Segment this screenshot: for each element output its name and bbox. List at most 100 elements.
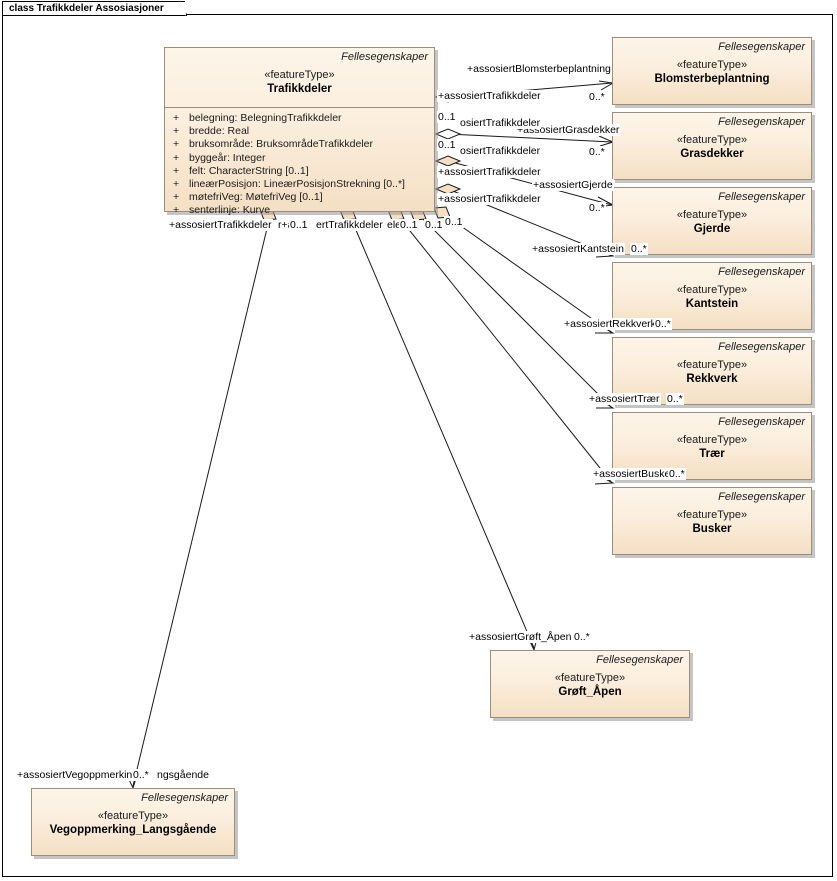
connector-groft-apen xyxy=(349,215,535,649)
class-title: Grasdekker xyxy=(680,148,744,160)
attribute-text: senterlinje: Kurve xyxy=(189,204,271,217)
diagram-tab-slash-inner xyxy=(172,1,181,15)
role-label-groft-apen: +assosiertGrøft_Åpen xyxy=(468,631,573,643)
class-name-block: «featureType» Grasdekker xyxy=(613,113,811,162)
class-stereotype: «featureType» xyxy=(264,69,335,81)
attribute-visibility: + xyxy=(173,204,180,217)
diagram-tab-title: class Trafikkdeler Assosiasjoner xyxy=(2,1,194,16)
class-stereotype: «featureType» xyxy=(676,434,748,446)
attribute-visibility: + xyxy=(173,164,180,177)
connector-grasdekker xyxy=(447,133,613,143)
class-package-label: Fellesegenskaper xyxy=(718,491,805,503)
class-title: Trafikkdeler xyxy=(267,83,332,95)
attribute-row: +felt: CharacterString [0..1] xyxy=(165,165,434,178)
attribute-visibility: + xyxy=(173,178,180,191)
source-mult-label-1: 0..1 xyxy=(437,111,457,123)
connector-rekkverk xyxy=(443,213,613,334)
attribute-text: byggeår: Integer xyxy=(189,151,266,164)
class-busker[interactable]: Fellesegenskaper «featureType» Busker xyxy=(612,487,812,555)
attribute-row: + bruksområde: BruksområdeTrafikkdeler xyxy=(165,138,434,151)
class-package-label: Fellesegenskaper xyxy=(718,416,805,428)
role-label-vegoppmerking-overlap: ngsgående xyxy=(157,769,209,781)
class-title: Gjerde xyxy=(693,223,731,235)
class-stereotype: «featureType» xyxy=(676,509,748,521)
mult-label-rekkverk: 0..* xyxy=(654,318,672,330)
class-name-block: «featureType» Trafikkdeler xyxy=(165,48,434,97)
attribute-row: + senterlinje: Kurve xyxy=(165,204,434,217)
attribute-visibility: + xyxy=(173,138,180,151)
bottom-mult-label-2: 0..1 xyxy=(399,219,419,231)
source-role-label-2: osiertTrafikkdeler xyxy=(459,117,542,129)
class-kantstein[interactable]: Fellesegenskaper «featureType» Kantstein xyxy=(612,262,812,330)
class-package-label: Fellesegenskaper xyxy=(718,116,805,128)
role-label-busker: +assosiertBusker xyxy=(592,468,675,480)
mult-label-groft-apen: 0..* xyxy=(573,631,591,643)
role-label-kantstein: +assosiertKantstein xyxy=(531,243,625,255)
class-stereotype: «featureType» xyxy=(676,59,748,71)
mult-label-busker: 0..* xyxy=(668,468,686,480)
bottom-role-label-1: +assosiertTrafikkdeler xyxy=(168,219,273,231)
mult-label-gjerde: 0..* xyxy=(588,202,606,214)
class-stereotype: «featureType» xyxy=(554,672,626,684)
source-role-label-4: +assosiertTrafikkdeler xyxy=(437,166,542,178)
class-title: Blomsterbeplantning xyxy=(654,73,770,85)
class-name-block: «featureType» Busker xyxy=(613,488,811,537)
class-attribute-list: +belegning: BelegningTrafikkdeler +bredd… xyxy=(165,108,434,218)
class-groft-apen[interactable]: Fellesegenskaper «featureType» Grøft_Åpe… xyxy=(490,650,690,718)
source-mult-label-2: 0..1 xyxy=(437,139,457,151)
class-name-block: «featureType» Kantstein xyxy=(613,263,811,312)
aggregation-diamond-gjerde xyxy=(434,155,462,167)
attribute-text: bruksområde: BruksområdeTrafikkdeler xyxy=(189,138,374,151)
mult-label-grasdekker: 0..* xyxy=(588,146,606,158)
class-name-block: «featureType» Blomsterbeplantning xyxy=(613,38,811,87)
role-label-traer: +assosiertTrær xyxy=(588,393,661,405)
bottom-mult-label-1: 0..1 xyxy=(289,219,309,231)
class-package-label: Fellesegenskaper xyxy=(141,792,228,804)
attribute-row: + lineærPosisjon: LineærPosisjonStrekning… xyxy=(165,178,434,191)
source-role-label-5: +assosiertTrafikkdeler xyxy=(437,193,542,205)
class-name-block: «featureType» Rekkverk xyxy=(613,338,811,387)
bottom-role-label-3: ertTrafikkdeler xyxy=(315,219,384,231)
bottom-mult-label-3: 0..1 xyxy=(424,219,444,231)
class-title: Vegoppmerking_Langsgående xyxy=(49,824,217,836)
class-stereotype: «featureType» xyxy=(676,134,748,146)
aggregation-diamond-grasdekker xyxy=(434,128,462,140)
role-label-vegoppmerking: +assosiertVegoppmerking xyxy=(16,769,140,781)
mult-label-vegoppmerking: 0..* xyxy=(132,769,150,781)
connector-busker xyxy=(397,215,613,484)
class-stereotype: «featureType» xyxy=(676,359,748,371)
class-trafikkdeler[interactable]: Fellesegenskaper «featureType» Trafikkde… xyxy=(164,47,435,216)
class-divider xyxy=(165,107,434,108)
class-stereotype: «featureType» xyxy=(676,284,748,296)
class-vegoppmerking-langsgaende[interactable]: Fellesegenskaper «featureType» Vegoppmer… xyxy=(31,788,235,856)
mult-label-traer: 0..* xyxy=(666,393,684,405)
mult-label-blomsterbeplantning: 0..* xyxy=(588,91,606,103)
attribute-row: +bredde: Real xyxy=(165,125,434,138)
class-package-label: Fellesegenskaper xyxy=(341,51,428,63)
bottom-role-label-4: ele xyxy=(386,219,403,231)
connector-vegoppmerking xyxy=(132,215,271,787)
class-title: Busker xyxy=(692,523,732,535)
class-name-block: «featureType» Vegoppmerking_Langsgående xyxy=(32,789,234,838)
attribute-visibility: + xyxy=(173,191,180,204)
class-title: Rekkverk xyxy=(686,373,738,385)
attribute-text: møtefriVeg: MøtefriVeg [0..1] xyxy=(189,191,323,204)
class-package-label: Fellesegenskaper xyxy=(718,341,805,353)
class-grasdekker[interactable]: Fellesegenskaper «featureType» Grasdekke… xyxy=(612,112,812,180)
attribute-visibility: + xyxy=(173,112,180,124)
connector-traer xyxy=(419,215,613,409)
mult-label-kantstein: 0..* xyxy=(630,243,648,255)
arrowhead-blomsterbeplantning xyxy=(598,80,615,91)
attribute-visibility: + xyxy=(173,125,180,138)
class-package-label: Fellesegenskaper xyxy=(718,41,805,53)
class-blomsterbeplantning[interactable]: Fellesegenskaper «featureType» Blomsterb… xyxy=(612,37,812,105)
source-role-label-1: +assosiertTrafikkdeler xyxy=(437,90,542,102)
class-gjerde[interactable]: Fellesegenskaper «featureType» Gjerde xyxy=(612,187,812,255)
class-package-label: Fellesegenskaper xyxy=(718,191,805,203)
class-name-block: «featureType» Gjerde xyxy=(613,188,811,237)
attribute-text: lineærPosisjon: LineærPosisjonStrekning … xyxy=(189,178,405,191)
class-name-block: «featureType» Grøft_Åpen xyxy=(491,651,689,700)
class-title: Trær xyxy=(699,448,725,460)
aggregation-diamond-kantstein xyxy=(434,183,462,195)
bottom-mult-label-4: 0..1 xyxy=(444,216,464,228)
